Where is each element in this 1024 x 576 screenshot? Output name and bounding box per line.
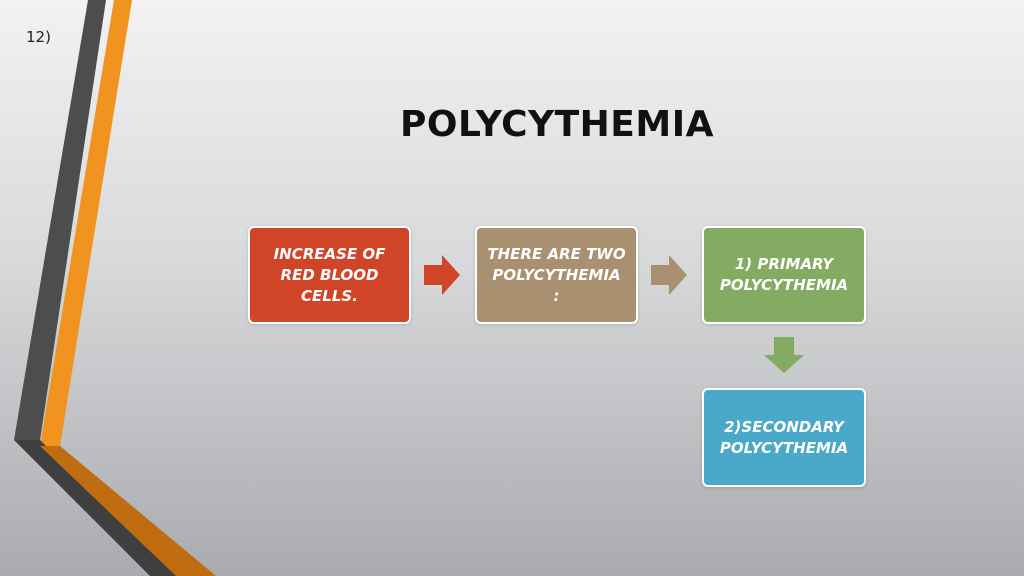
slide-number: 12) (26, 28, 51, 46)
arrow-down (764, 337, 804, 373)
arrow-right-2 (651, 255, 687, 295)
dark-stripe-lower (14, 440, 178, 576)
orange-stripe-lower (40, 446, 216, 576)
box-secondary-polycythemia: 2)SECONDARY POLYCYTHEMIA (702, 388, 866, 487)
dark-stripe-vertical (14, 0, 106, 440)
box-primary-polycythemia: 1) PRIMARY POLYCYTHEMIA (702, 226, 866, 324)
box-increase-red-blood-cells: INCREASE OF RED BLOOD CELLS. (248, 226, 411, 324)
box-two-polycythemia: THERE ARE TWO POLYCYTHEMIA : (475, 226, 638, 324)
page-title: POLYCYTHEMIA (400, 104, 714, 145)
arrow-right-1 (424, 255, 460, 295)
orange-stripe-vertical (40, 0, 132, 446)
